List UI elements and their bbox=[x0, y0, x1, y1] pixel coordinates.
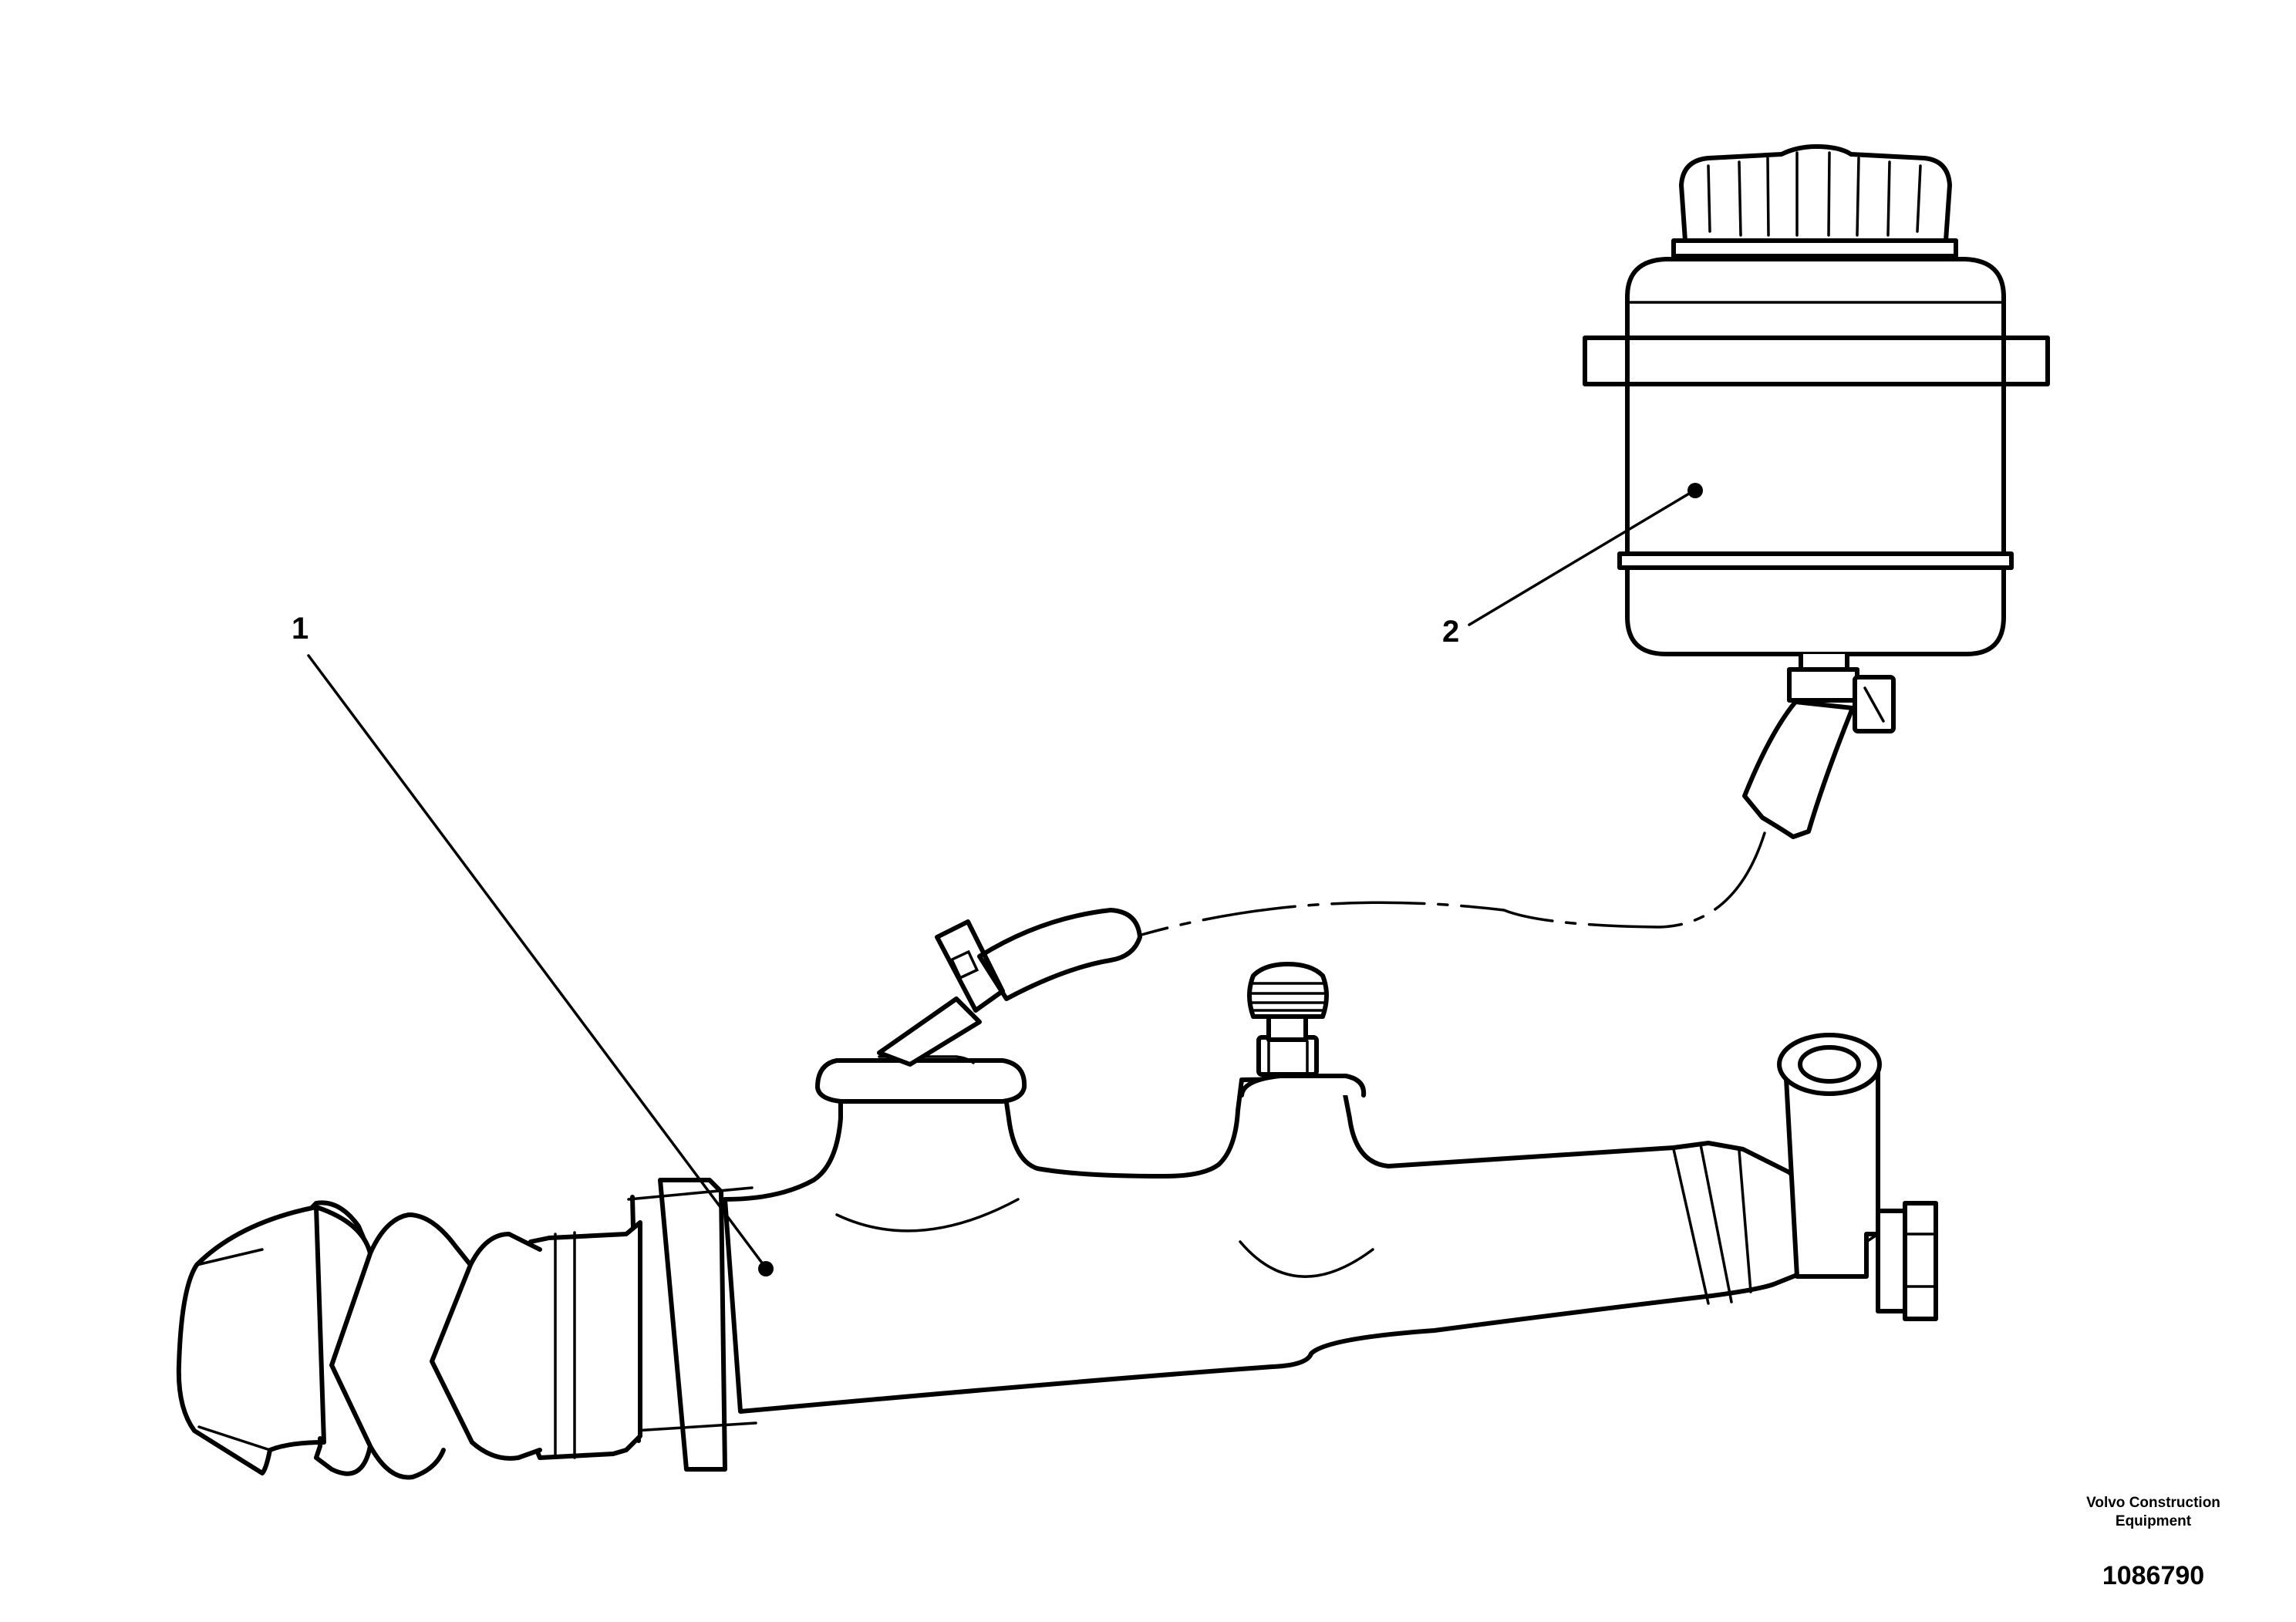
hose-clamp-lower bbox=[935, 919, 1005, 1013]
inlet-port bbox=[815, 1058, 1027, 1104]
callout-2: 2 bbox=[1442, 483, 1703, 649]
publisher-line-1: Volvo Construction bbox=[2086, 1495, 2220, 1511]
cylinder-body bbox=[723, 1074, 1815, 1414]
leader-dot-1 bbox=[758, 1261, 774, 1276]
end-bolt bbox=[1876, 1209, 1907, 1313]
document-number: 1086790 bbox=[2102, 1561, 2205, 1590]
publisher-credit: Volvo Construction Equipment bbox=[2038, 1494, 2269, 1531]
callout-label-2: 2 bbox=[1442, 615, 1459, 649]
reservoir-band bbox=[1583, 336, 2050, 386]
dust-boot-end bbox=[176, 1205, 373, 1476]
callout-1: 1 bbox=[292, 612, 774, 1276]
reservoir-cap bbox=[1679, 144, 1952, 243]
inlet-hose bbox=[977, 908, 1142, 1001]
publisher-line-2: Equipment bbox=[2115, 1513, 2192, 1529]
bleed-boss bbox=[1239, 1074, 1367, 1098]
fluid-reservoir bbox=[1583, 144, 2050, 839]
leader-line-1 bbox=[307, 654, 765, 1266]
reservoir-hose bbox=[1742, 700, 1855, 839]
master-cylinder bbox=[176, 908, 1938, 1480]
bleed-screw bbox=[1247, 962, 1329, 1019]
inlet-pipe bbox=[877, 996, 982, 1067]
leader-line-2 bbox=[1468, 492, 1691, 626]
callout-label-1: 1 bbox=[292, 612, 308, 646]
hose-connection-line bbox=[1140, 831, 1766, 936]
reservoir-cap-base bbox=[1671, 238, 1958, 258]
hose-clamp-upper bbox=[1787, 667, 1859, 703]
leader-dot-2 bbox=[1687, 483, 1703, 498]
reservoir-body bbox=[1625, 257, 2006, 656]
